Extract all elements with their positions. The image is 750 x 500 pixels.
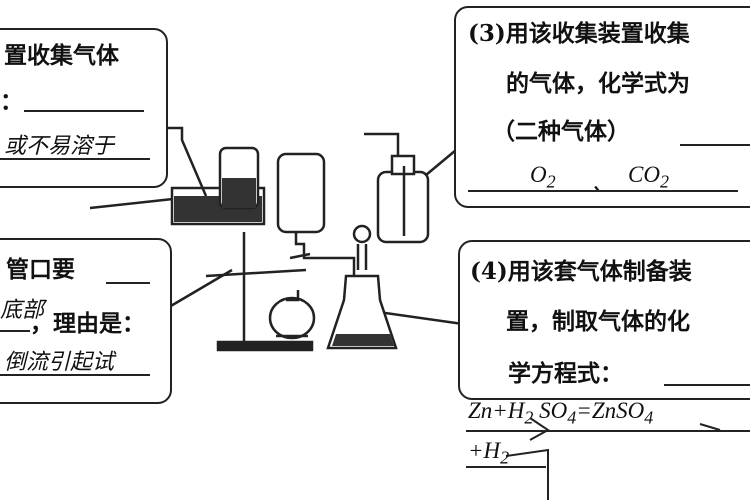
gas2-subscript: 2 (659, 171, 669, 192)
right-bottom-blank (664, 384, 750, 386)
collecting-bottle (364, 132, 430, 244)
right-top-line3: （二种气体） (492, 118, 630, 145)
left-top-prompt: ： (0, 88, 23, 115)
right-top-blank (680, 144, 750, 146)
eq-sub-2: 4 (567, 407, 577, 428)
right-top-line1: (3)用该收集装置收集 (468, 20, 690, 47)
left-top-title: 置收集气体 (4, 42, 119, 69)
left-top-blank (24, 110, 144, 112)
left-bottom-box (0, 238, 172, 404)
right-top-gas2: CO2 (628, 162, 669, 193)
gas1-formula: O (530, 162, 547, 187)
equation-underline-1 (466, 430, 750, 432)
left-bottom-blank1 (106, 282, 150, 284)
eq-reactant-1: Zn+H (468, 398, 525, 423)
right-top-box (454, 6, 750, 208)
right-top-gas1: O2 (530, 162, 556, 193)
left-bottom-answer2: 倒流引起试 (4, 350, 115, 375)
eq-product-1: =ZnSO (576, 398, 645, 423)
right-bottom-line1: (4)用该套气体制备装 (470, 258, 692, 285)
equation-line-2: +H2 (468, 438, 509, 469)
conical-flask (326, 224, 398, 350)
gas-bottle (276, 152, 356, 282)
water-trough (168, 126, 266, 226)
left-bottom-underline (0, 374, 150, 376)
right-bottom-line3: 学方程式： (508, 360, 623, 387)
left-top-box (0, 28, 168, 188)
left-bottom-blank2 (0, 330, 30, 332)
left-top-underline (0, 158, 150, 160)
right-top-separator: 、 (592, 171, 615, 196)
left-top-answer: 或不易溶于 (4, 134, 115, 159)
eq-sub-1: 2 (524, 407, 534, 428)
equation-underline-2 (466, 466, 546, 468)
retort-stand (205, 232, 316, 352)
eq-reactant-2: SO (539, 398, 568, 423)
left-bottom-line1: 管口要 (6, 256, 75, 283)
leader-line-left-top (89, 196, 183, 210)
right-bottom-box (458, 240, 750, 400)
right-top-underline (468, 190, 738, 192)
eq-sub-3: 4 (644, 407, 654, 428)
right-top-line2: 的气体，化学式为 (506, 70, 690, 97)
eq-product-2: +H (468, 438, 501, 463)
left-bottom-answer1: 底部 (0, 298, 45, 323)
right-bottom-line2: 置，制取气体的化 (506, 308, 690, 335)
equation-line-1: Zn+H2 SO4=ZnSO4 (468, 398, 653, 429)
eq-sub-4: 2 (500, 447, 510, 468)
left-bottom-line2: ，理由是： (30, 310, 145, 337)
gas2-formula: CO (628, 162, 660, 187)
gas1-subscript: 2 (546, 171, 556, 192)
leader-line-right-bottom (377, 310, 471, 327)
